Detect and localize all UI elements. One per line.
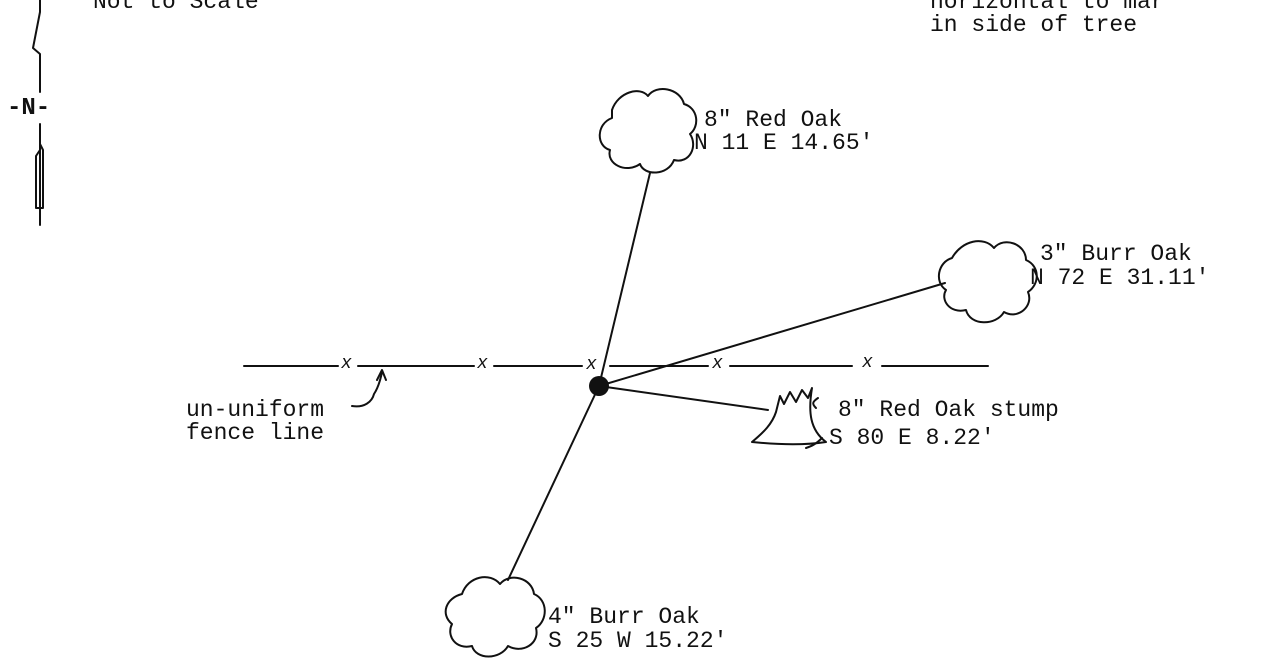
- corner-note-line1: horizontal to mar: [930, 0, 1165, 15]
- fence-marker: x: [862, 353, 873, 373]
- fence-marker: x: [477, 354, 488, 374]
- scale-note: Not to Scale: [93, 0, 259, 15]
- tree-name: 8" Red Oak stump: [838, 397, 1059, 423]
- fence-label-leader: [351, 371, 383, 408]
- label-bracket: [812, 397, 819, 409]
- tree-canopy-icon: [598, 88, 698, 174]
- tree-name: 4" Burr Oak: [548, 604, 700, 630]
- tree-bearing: N 11 E 14.65': [694, 130, 874, 156]
- north-arrow-icon: [32, 0, 44, 226]
- tree-bearing: S 80 E 8.22': [829, 425, 995, 451]
- fence-marker: x: [586, 355, 597, 375]
- north-label: -N-: [7, 95, 51, 122]
- corner-note-line2: in side of tree: [930, 12, 1138, 38]
- corner-monument-icon: [589, 376, 609, 396]
- tree-name: 8" Red Oak: [704, 107, 843, 133]
- bearing-lines: [507, 172, 946, 581]
- tree-bearing: N 72 E 31.11': [1030, 265, 1210, 291]
- tree-name: 3" Burr Oak: [1040, 241, 1192, 267]
- tree-canopy-icon: [937, 240, 1038, 324]
- label-bracket: [805, 437, 823, 449]
- fence-marker: x: [712, 354, 723, 374]
- leader-arrowhead: [376, 369, 387, 381]
- tree-canopy-icon: [444, 576, 546, 658]
- tree-bearing: S 25 W 15.22': [548, 628, 728, 654]
- fence-label-line1: un-uniform: [186, 397, 325, 423]
- stump-icon: [751, 387, 827, 446]
- fence-marker: x: [341, 354, 352, 374]
- fence-label-line2: fence line: [186, 420, 325, 446]
